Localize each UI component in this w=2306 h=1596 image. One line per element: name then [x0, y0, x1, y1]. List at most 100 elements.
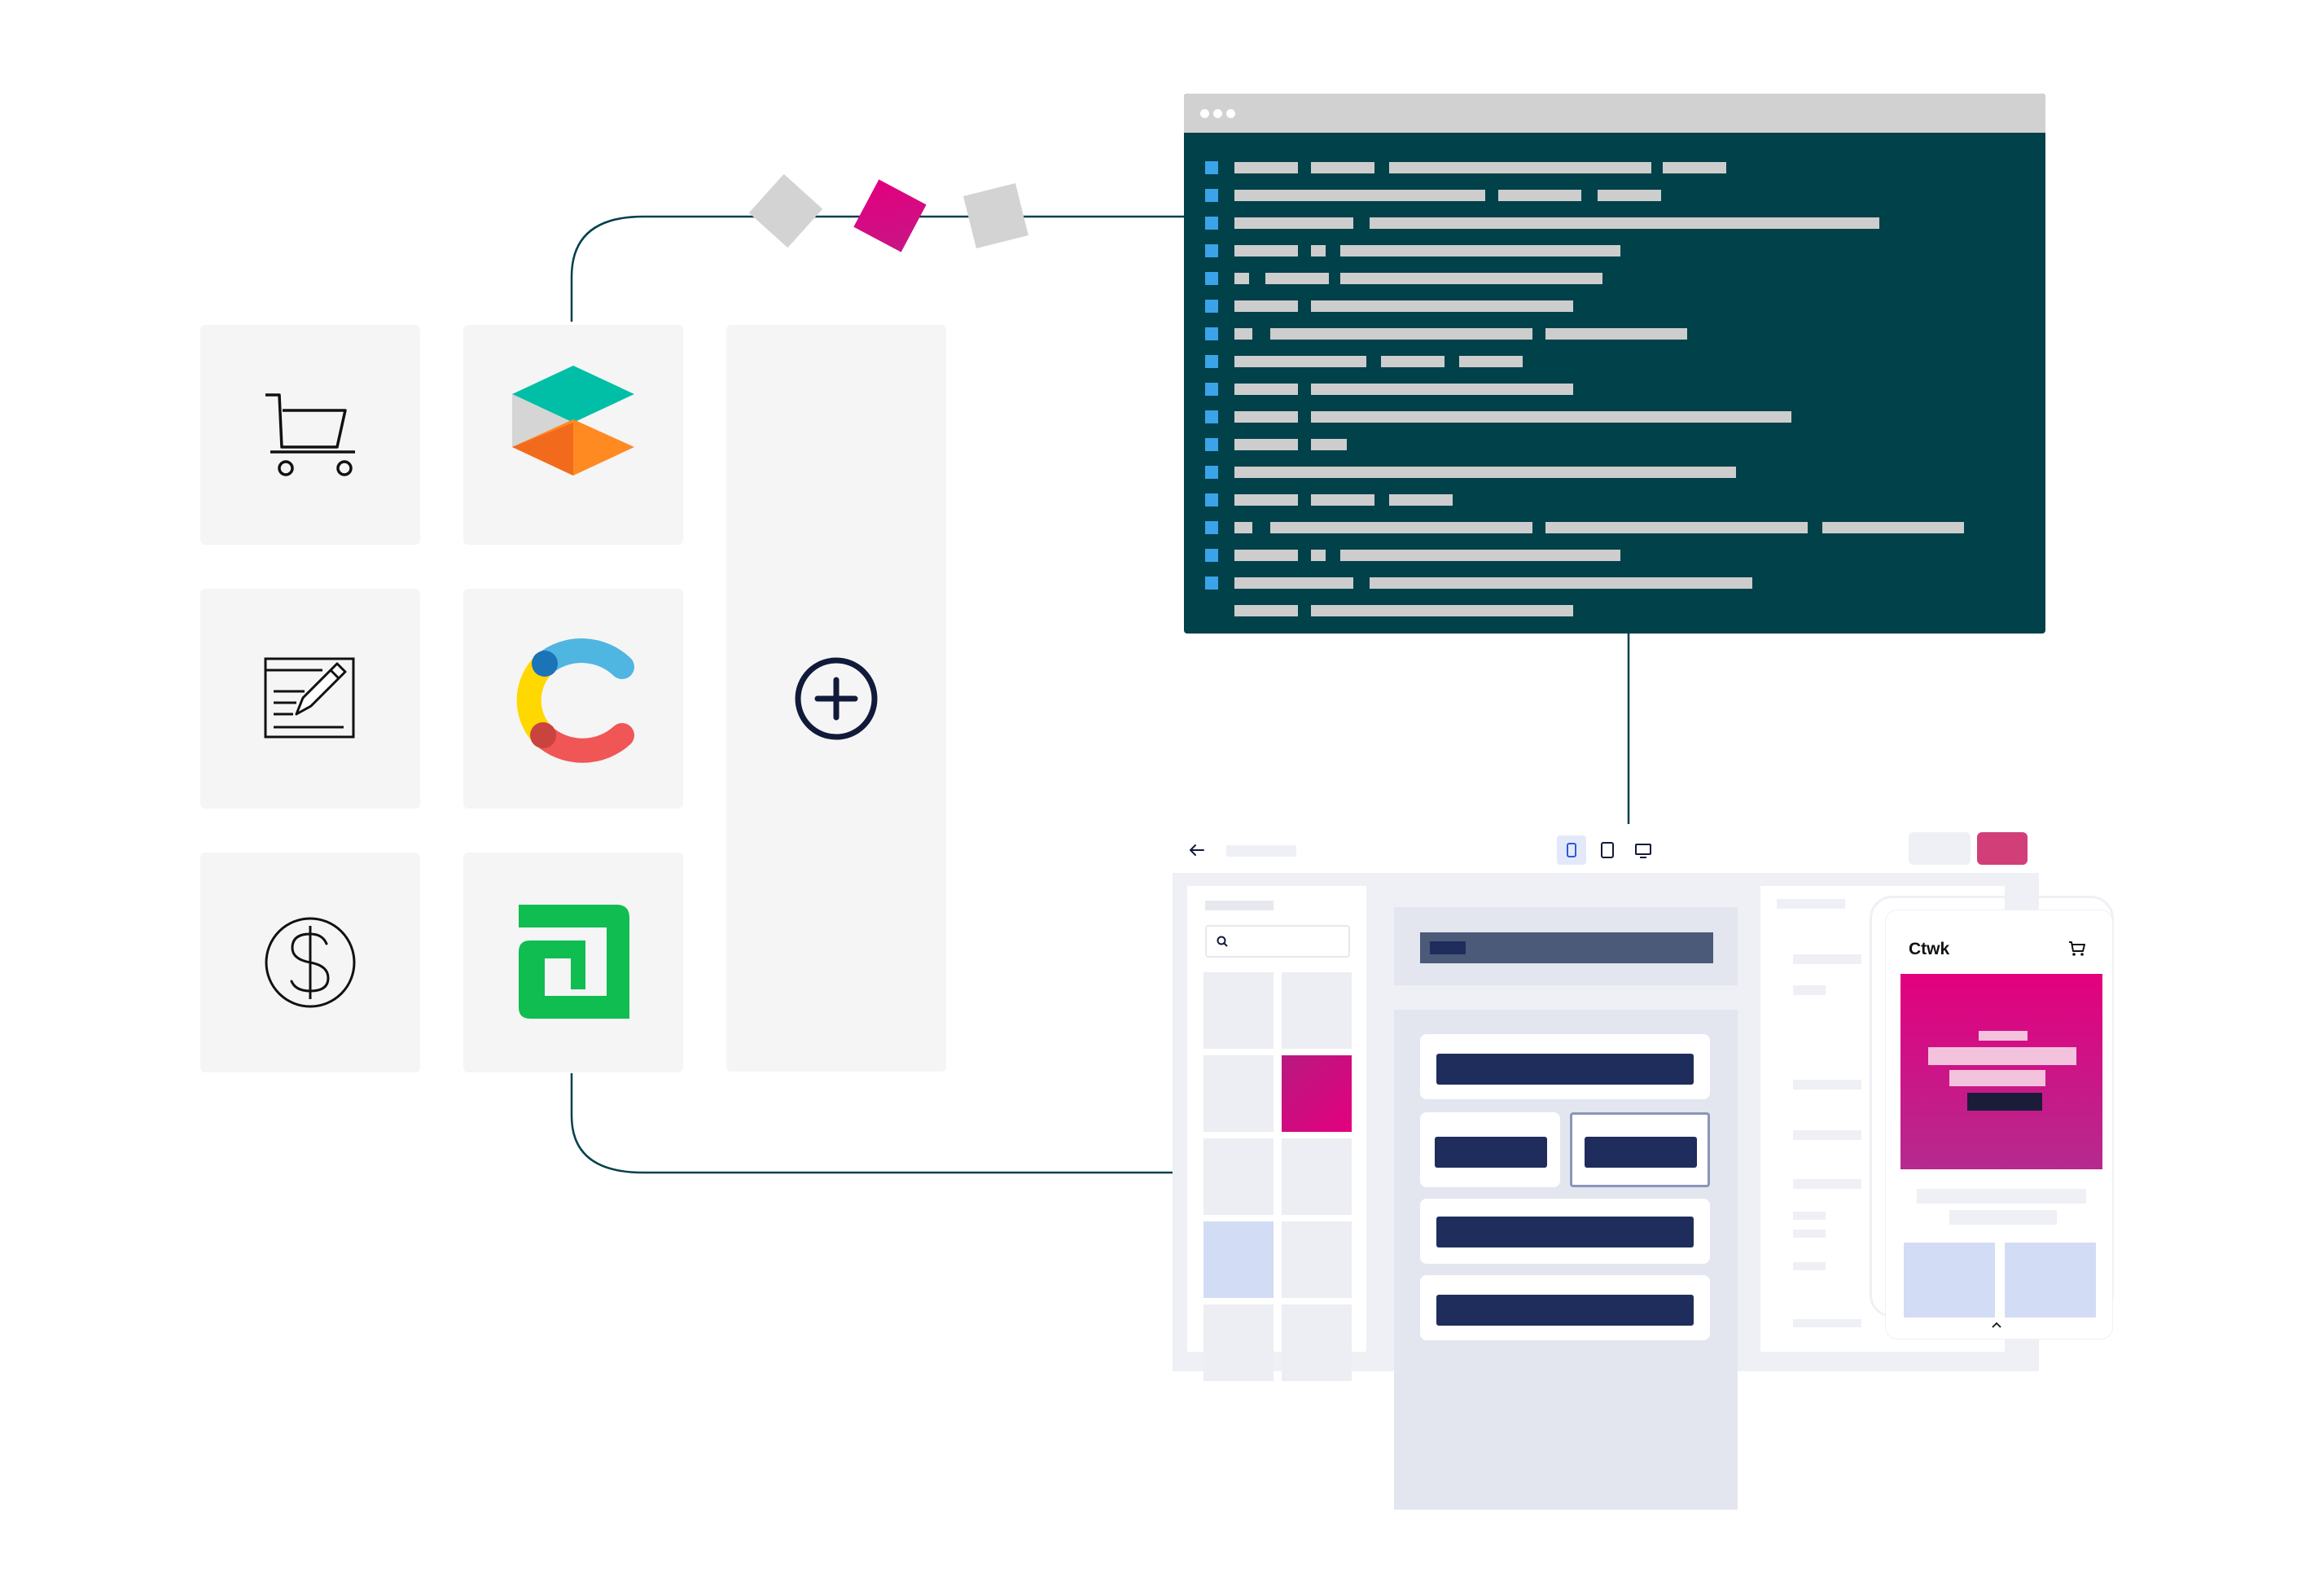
- preview-product-card[interactable]: [2005, 1243, 2096, 1318]
- component-tile[interactable]: [1282, 1304, 1352, 1381]
- code-token: [1270, 328, 1532, 340]
- code-line: [1184, 272, 2045, 285]
- settings-placeholder: [1793, 954, 1861, 964]
- code-token: [1234, 245, 1298, 256]
- code-token: [1234, 550, 1298, 561]
- code-token: [1340, 273, 1602, 284]
- back-arrow-icon[interactable]: [1187, 842, 1207, 858]
- settings-placeholder: [1793, 985, 1826, 995]
- line-marker-icon: [1205, 410, 1218, 423]
- code-token: [1822, 522, 1964, 533]
- component-tile[interactable]: [1282, 1138, 1352, 1215]
- code-token: [1234, 384, 1298, 395]
- code-token: [1381, 356, 1445, 367]
- hero-line: [1928, 1047, 2076, 1065]
- tablet-icon: [1601, 842, 1614, 858]
- component-tile[interactable]: [1203, 1055, 1274, 1132]
- editor-title-bar: [1184, 94, 2045, 133]
- publish-button[interactable]: [1977, 832, 2028, 865]
- preview-product-card[interactable]: [1904, 1243, 1995, 1318]
- hero-line: [1979, 1031, 2028, 1041]
- line-marker-icon: [1205, 521, 1218, 534]
- editor-pencil-icon: [264, 657, 355, 739]
- code-line: [1184, 300, 2045, 313]
- code-line: [1184, 605, 2045, 616]
- layout-block-bar: [1436, 1217, 1694, 1247]
- chevron-up-icon[interactable]: [1988, 1319, 2005, 1331]
- hero-button[interactable]: [1967, 1093, 2042, 1111]
- line-marker-icon: [1205, 300, 1218, 313]
- code-token: [1370, 217, 1879, 229]
- tile-payments[interactable]: [200, 853, 420, 1072]
- code-token: [1234, 356, 1366, 367]
- search-icon: [1217, 936, 1228, 947]
- device-desktop-button[interactable]: [1629, 835, 1658, 865]
- code-token: [1598, 190, 1661, 201]
- desktop-icon: [1635, 844, 1651, 858]
- tile-editor[interactable]: [200, 589, 420, 809]
- settings-placeholder: [1793, 1130, 1861, 1140]
- device-tablet-button[interactable]: [1593, 835, 1622, 865]
- code-token: [1234, 273, 1249, 284]
- code-token: [1270, 522, 1532, 533]
- amplience-logo-icon: [519, 905, 629, 1019]
- code-token: [1389, 162, 1651, 173]
- tile-add-integration[interactable]: [726, 325, 946, 1072]
- code-line: [1184, 355, 2045, 368]
- code-token: [1234, 605, 1298, 616]
- mobile-icon: [1567, 843, 1576, 857]
- code-token: [1311, 439, 1347, 450]
- tile-amplience[interactable]: [463, 853, 683, 1072]
- code-token: [1311, 605, 1573, 616]
- component-tile[interactable]: [1282, 1221, 1352, 1298]
- settings-placeholder: [1793, 1230, 1826, 1238]
- dollar-icon: [265, 917, 356, 1008]
- component-tile[interactable]: [1203, 1304, 1274, 1381]
- preview-cart-icon[interactable]: [2067, 938, 2088, 959]
- line-marker-icon: [1205, 161, 1218, 174]
- component-search-input[interactable]: [1205, 925, 1350, 958]
- line-marker-icon: [1205, 549, 1218, 562]
- code-line: [1184, 410, 2045, 423]
- phone-preview: Ctwk: [1886, 910, 2112, 1339]
- code-line: [1184, 577, 2045, 590]
- component-tile[interactable]: [1203, 1138, 1274, 1215]
- layout-block-bar: [1436, 1295, 1694, 1326]
- tile-contentful[interactable]: [463, 589, 683, 809]
- commercetools-logo-icon: [512, 366, 634, 476]
- secondary-button[interactable]: [1909, 832, 1971, 865]
- layout-block-bar: [1435, 1137, 1547, 1168]
- component-tile[interactable]: [1282, 972, 1352, 1049]
- code-line: [1184, 217, 2045, 230]
- code-line: [1184, 327, 2045, 340]
- settings-placeholder: [1777, 899, 1845, 909]
- code-token: [1311, 245, 1326, 256]
- layout-header-bar[interactable]: [1420, 932, 1713, 963]
- code-token: [1234, 411, 1298, 423]
- device-mobile-button[interactable]: [1557, 835, 1586, 865]
- line-marker-icon: [1205, 272, 1218, 285]
- tile-cart[interactable]: [200, 325, 420, 545]
- settings-placeholder: [1793, 1319, 1861, 1327]
- settings-placeholder: [1793, 1212, 1826, 1220]
- code-line: [1184, 244, 2045, 257]
- code-token: [1663, 162, 1726, 173]
- code-token: [1545, 328, 1687, 340]
- code-line: [1184, 383, 2045, 396]
- component-tile[interactable]: [1203, 972, 1274, 1049]
- component-tile-selected[interactable]: [1282, 1055, 1352, 1132]
- layout-block-bar: [1436, 1054, 1694, 1085]
- window-dot-icon: [1200, 109, 1209, 118]
- preview-text-line: [1917, 1189, 2086, 1204]
- code-token: [1234, 300, 1298, 312]
- line-marker-icon: [1205, 244, 1218, 257]
- plus-icon: [795, 657, 878, 740]
- code-token: [1311, 550, 1326, 561]
- code-token: [1234, 162, 1298, 173]
- code-token: [1311, 300, 1573, 312]
- line-marker-icon: [1205, 189, 1218, 202]
- tile-commercetools[interactable]: [463, 325, 683, 545]
- component-tile-highlighted[interactable]: [1203, 1221, 1274, 1298]
- code-line: [1184, 521, 2045, 534]
